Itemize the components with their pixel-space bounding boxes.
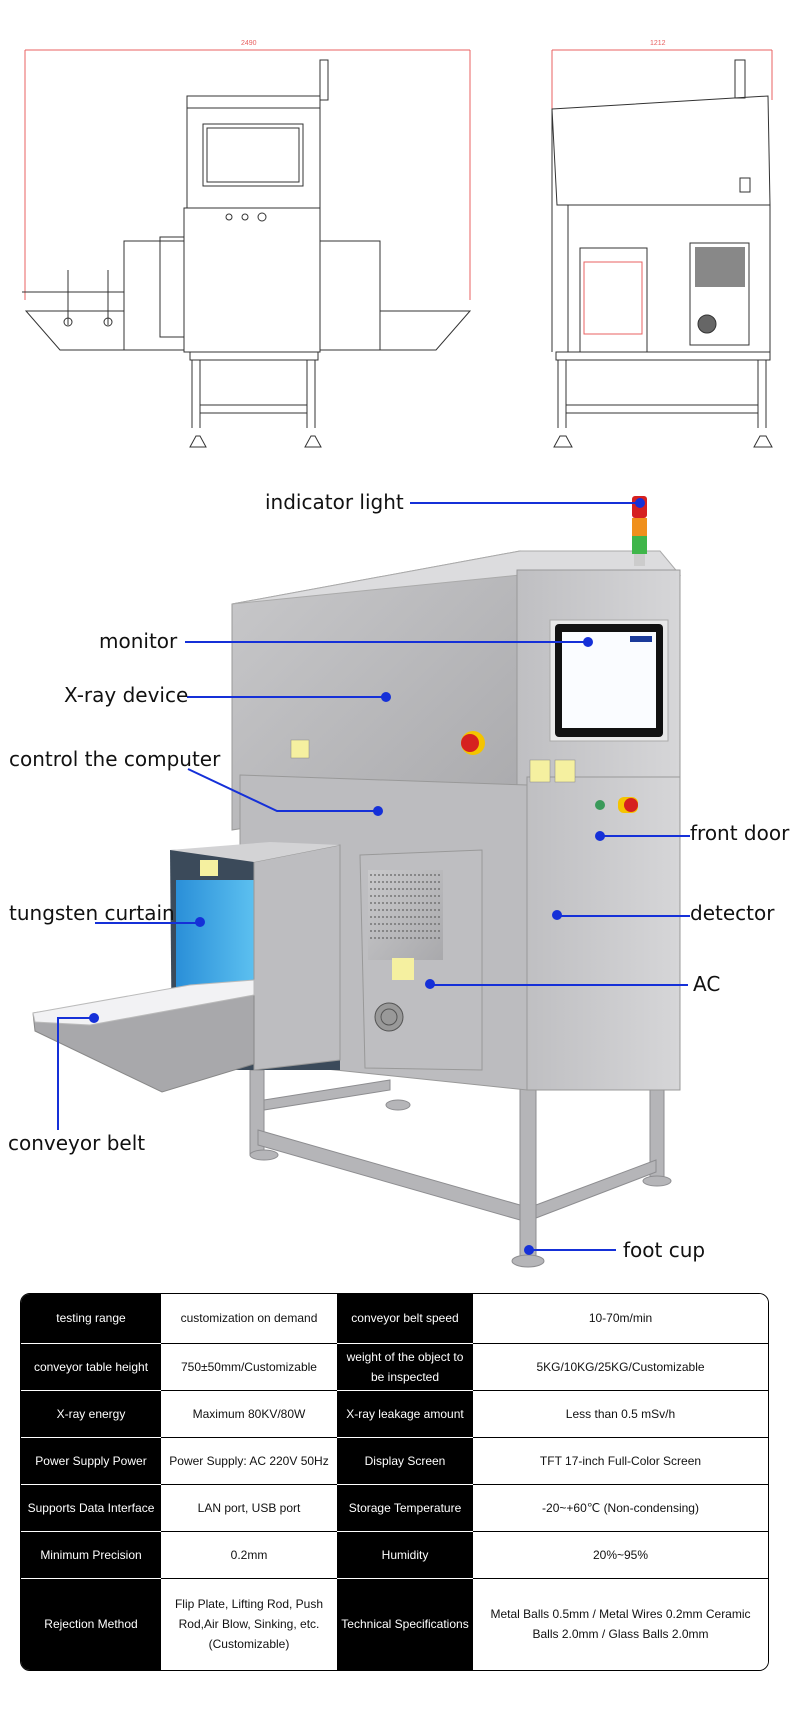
spec-label: Minimum Precision	[21, 1531, 161, 1579]
callout-ac: AC	[693, 972, 721, 996]
spec-value: 5KG/10KG/25KG/Customizable	[473, 1343, 768, 1391]
spec-label: Technical Specifications	[337, 1578, 473, 1670]
spec-label: Supports Data Interface	[21, 1484, 161, 1532]
spec-value: TFT 17-inch Full-Color Screen	[473, 1437, 768, 1485]
spec-label: Rejection Method	[21, 1578, 161, 1670]
callout-lines	[57, 498, 690, 1255]
spec-value: customization on demand	[161, 1294, 337, 1344]
spec-value: Flip Plate, Lifting Rod, Push Rod,Air Bl…	[161, 1578, 337, 1670]
spec-value: Metal Balls 0.5mm / Metal Wires 0.2mm Ce…	[473, 1578, 768, 1670]
spec-label: Display Screen	[337, 1437, 473, 1485]
spec-value: 0.2mm	[161, 1531, 337, 1579]
spec-label: Storage Temperature	[337, 1484, 473, 1532]
spec-value: Power Supply: AC 220V 50Hz	[161, 1437, 337, 1485]
callout-control-computer: control the computer	[9, 747, 221, 771]
callout-tungsten-curtain: tungsten curtain	[9, 901, 175, 925]
technical-drawings	[22, 49, 773, 448]
spec-value: -20~+60℃ (Non-condensing)	[473, 1484, 768, 1532]
callout-front-door: front door	[690, 821, 790, 845]
spec-value: LAN port, USB port	[161, 1484, 337, 1532]
spec-label: weight of the object to be inspected	[337, 1343, 473, 1391]
spec-label: conveyor belt speed	[337, 1294, 473, 1344]
spec-label: X-ray leakage amount	[337, 1390, 473, 1438]
spec-label: testing range	[21, 1294, 161, 1344]
spec-label: Power Supply Power	[21, 1437, 161, 1485]
spec-value: Less than 0.5 mSv/h	[473, 1390, 768, 1438]
spec-value: 20%~95%	[473, 1531, 768, 1579]
callout-detector: detector	[690, 901, 775, 925]
callout-monitor: monitor	[99, 629, 178, 653]
spec-value: 750±50mm/Customizable	[161, 1343, 337, 1391]
side-view-dimension: 1212	[650, 40, 666, 47]
spec-label: Humidity	[337, 1531, 473, 1579]
spec-label: conveyor table height	[21, 1343, 161, 1391]
callout-xray-device: X-ray device	[64, 683, 189, 707]
spec-label: X-ray energy	[21, 1390, 161, 1438]
side-view-drawing	[551, 49, 773, 448]
front-view-dimension: 2490	[241, 40, 257, 47]
spec-value: Maximum 80KV/80W	[161, 1390, 337, 1438]
callout-indicator-light: indicator light	[265, 490, 404, 514]
xray-machine-illustration	[32, 496, 682, 1268]
spec-value: 10-70m/min	[473, 1294, 768, 1344]
callout-foot-cup: foot cup	[623, 1238, 706, 1262]
callout-conveyor-belt: conveyor belt	[8, 1131, 146, 1155]
front-view-drawing	[22, 49, 472, 448]
